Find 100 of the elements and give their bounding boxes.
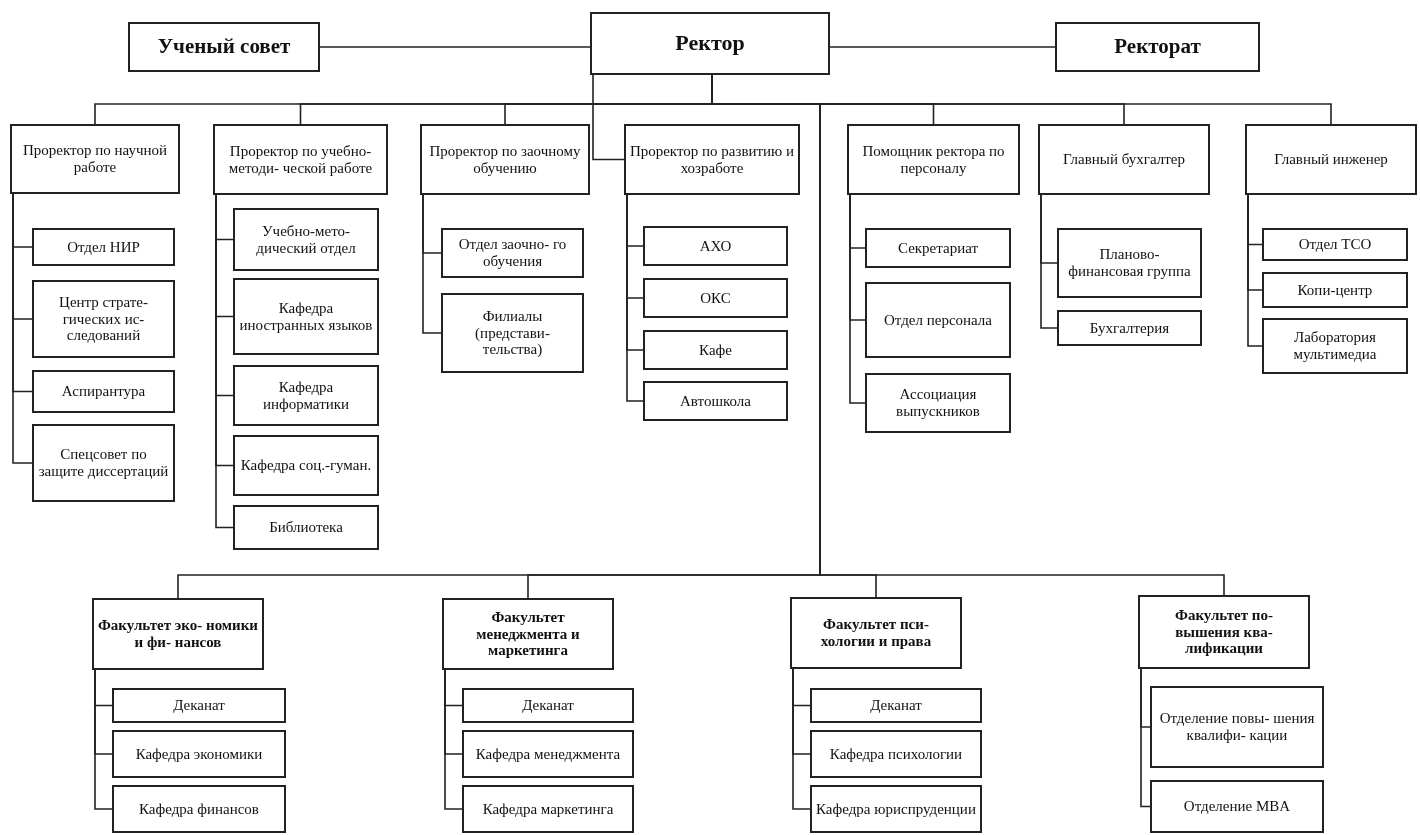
unit-name: Лаборатория мультимедиа [1292, 329, 1378, 363]
connector-line [1247, 194, 1263, 347]
org-box [233, 278, 379, 355]
unit-name: Копи-центр [1297, 281, 1373, 299]
org-box [32, 370, 175, 413]
connector-line [1140, 668, 1151, 808]
unit-name: Спецсовет по защите диссертаций [37, 446, 170, 480]
org-box [865, 228, 1011, 268]
org-box [1262, 272, 1408, 308]
org-box [810, 785, 982, 833]
org-box [790, 597, 962, 669]
unit-name: Факультет пси- хологии и права [819, 616, 933, 650]
unit-name: Помощник ректора по персоналу [861, 142, 1006, 177]
org-box [32, 280, 175, 358]
unit-name: Кафедра экономики [135, 745, 263, 763]
unit-name: Ректор [675, 31, 745, 56]
org-box [1150, 780, 1324, 833]
unit-name: Отдел НИР [67, 238, 140, 256]
org-box [233, 208, 379, 271]
org-box [128, 22, 320, 72]
org-box [213, 124, 388, 195]
unit-name: Факультет эко- номики и фи- нансов [97, 617, 259, 651]
org-box [32, 228, 175, 266]
org-box [112, 730, 286, 778]
unit-name: Учебно-мето- дический отдел [255, 222, 357, 257]
org-box [32, 424, 175, 502]
unit-name: Деканат [870, 697, 922, 714]
org-box [1262, 228, 1408, 261]
unit-name: ОКС [700, 289, 731, 307]
org-box [233, 435, 379, 496]
org-box [643, 226, 788, 266]
org-box [1262, 318, 1408, 374]
org-box [441, 228, 584, 278]
unit-name: Филиалы (представи- тельства) [474, 307, 551, 359]
unit-name: Деканат [522, 697, 574, 714]
org-box [865, 373, 1011, 433]
unit-name: Библиотека [269, 519, 343, 536]
connector-line [792, 668, 811, 810]
unit-name: Отделение повы- шения квалифи- кации [1158, 710, 1316, 744]
org-box [810, 688, 982, 723]
org-box [233, 505, 379, 550]
unit-name: Кафе [699, 341, 732, 359]
unit-name: Кафедра соц.-гуман. [240, 457, 372, 474]
org-box [462, 785, 634, 833]
org-box [847, 124, 1020, 195]
connector-line [444, 669, 463, 810]
unit-name: Проректор по заочному обучению [428, 142, 582, 177]
unit-name: Планово- финансовая группа [1067, 246, 1192, 280]
org-box [643, 381, 788, 421]
org-box [1150, 686, 1324, 768]
unit-name: Ученый совет [157, 35, 291, 59]
unit-name: Кафедра юриспруденции [816, 800, 976, 818]
unit-name: Кафедра менеджмента [475, 745, 621, 763]
unit-name: Кафедра информатики [261, 378, 351, 413]
unit-name: Отдел заочно- го обучения [457, 236, 568, 270]
connector-line [12, 193, 33, 464]
unit-name: Главный бухгалтер [1063, 151, 1185, 168]
unit-name: Центр страте- гических ис- следований [58, 293, 149, 345]
org-box [462, 730, 634, 778]
org-box [643, 330, 788, 370]
org-box [420, 124, 590, 195]
org-box [624, 124, 800, 195]
org-box [442, 598, 614, 670]
unit-name: Отдел ТСО [1298, 236, 1372, 253]
unit-name: Главный инженер [1274, 151, 1388, 168]
unit-name: Отделение MBA [1183, 798, 1291, 815]
org-box [810, 730, 982, 778]
connector-line [94, 669, 113, 810]
org-box [865, 282, 1011, 358]
org-box [92, 598, 264, 670]
unit-name: Проректор по научной работе [22, 142, 168, 176]
unit-name: Ректорат [1114, 35, 1201, 59]
unit-name: Кафедра иностранных языков [238, 299, 374, 334]
org-box [1057, 310, 1202, 346]
connector-line [592, 74, 625, 161]
unit-name: Секретариат [897, 239, 978, 257]
connector-line [215, 194, 234, 529]
org-box [10, 124, 180, 194]
org-box [590, 12, 830, 75]
unit-name: Отдел персонала [884, 311, 992, 329]
org-box [1245, 124, 1417, 195]
unit-name: Факультет менеджмента и маркетинга [475, 608, 581, 660]
connector-line [849, 194, 866, 404]
unit-name: Кафедра психологии [829, 745, 963, 763]
unit-name: АХО [699, 237, 732, 255]
unit-name: Проректор по учебно-методи- ческой работе [227, 142, 374, 177]
org-box [462, 688, 634, 723]
org-box [1055, 22, 1260, 72]
connector-line [1040, 194, 1058, 329]
unit-name: Кафедра финансов [139, 800, 259, 818]
org-box [1138, 595, 1310, 669]
unit-name: Кафедра маркетинга [482, 800, 614, 818]
connector-line [319, 46, 591, 48]
unit-name: Факультет по- вышения ква- лификации [1174, 606, 1274, 658]
unit-name: Бухгалтерия [1089, 319, 1170, 337]
org-box [1057, 228, 1202, 298]
connector-line [626, 194, 644, 402]
org-box [112, 785, 286, 833]
org-box [1038, 124, 1210, 195]
unit-name: Деканат [173, 697, 225, 714]
